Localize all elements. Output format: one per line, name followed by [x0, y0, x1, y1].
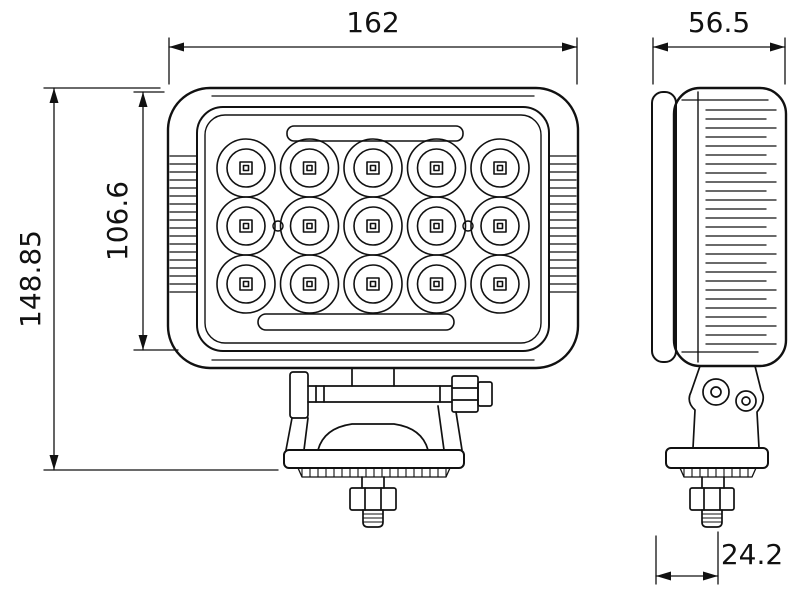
lamp-housing-outline	[166, 86, 580, 370]
mounting-nut-side	[689, 487, 735, 511]
arrowhead	[656, 571, 671, 581]
serration-front	[301, 467, 447, 478]
arrowhead	[703, 571, 718, 581]
arrowhead	[138, 335, 148, 350]
dim-stud-offset-label: 24.2	[721, 538, 783, 571]
pivot-bolt-head	[451, 375, 479, 413]
arrowhead	[49, 88, 59, 103]
fins-left	[169, 155, 197, 293]
dim-width: 162	[168, 6, 578, 85]
front-view	[166, 86, 580, 528]
lens-screw-left	[272, 220, 284, 232]
lens-bottom-strip	[257, 313, 455, 331]
pivot-bolt-end	[477, 381, 493, 407]
dim-depth-label: 56.5	[688, 6, 750, 39]
arrowhead	[49, 455, 59, 470]
bracket-left-plate	[289, 371, 309, 419]
lamp-bezel	[196, 106, 550, 352]
dim-depth: 56.5	[652, 6, 786, 85]
mounting-stud-side	[701, 509, 723, 528]
lens-top-strip	[286, 125, 464, 142]
arrowhead	[169, 42, 184, 52]
mounting-nut-front	[349, 487, 397, 511]
fins-right	[549, 155, 577, 293]
side-view	[651, 86, 788, 528]
bracket-base-front	[283, 449, 465, 469]
side-housing-outline	[672, 86, 788, 368]
dim-housing-height-label: 106.6	[101, 181, 134, 261]
side-bracket-body	[688, 365, 765, 449]
side-pivot-hole-small	[735, 390, 757, 412]
bracket-dome	[317, 423, 429, 451]
dim-stud-offset: 24.2	[655, 531, 783, 585]
arrowhead	[562, 42, 577, 52]
bracket-base-side	[665, 447, 769, 469]
led-array	[216, 138, 530, 314]
arrowhead	[653, 42, 668, 52]
dimension-annotations: 162 56.5 148.85	[14, 6, 786, 585]
mounting-stud-front	[362, 509, 384, 528]
dim-housing-height: 106.6	[101, 91, 179, 351]
dim-overall-height-label: 148.85	[14, 230, 47, 328]
side-pivot-hole-large	[702, 378, 730, 406]
side-fins	[705, 109, 777, 345]
serration-side	[683, 467, 749, 478]
arrowhead	[138, 92, 148, 107]
side-lens-edge	[651, 91, 677, 363]
front-mounting-bracket	[283, 367, 493, 528]
lamp-lens	[204, 114, 542, 344]
dim-width-label: 162	[346, 6, 399, 39]
lens-screw-right	[462, 220, 474, 232]
dim-overall-height: 148.85	[14, 87, 279, 471]
side-mounting-bracket	[665, 365, 769, 528]
arrowhead	[770, 42, 785, 52]
